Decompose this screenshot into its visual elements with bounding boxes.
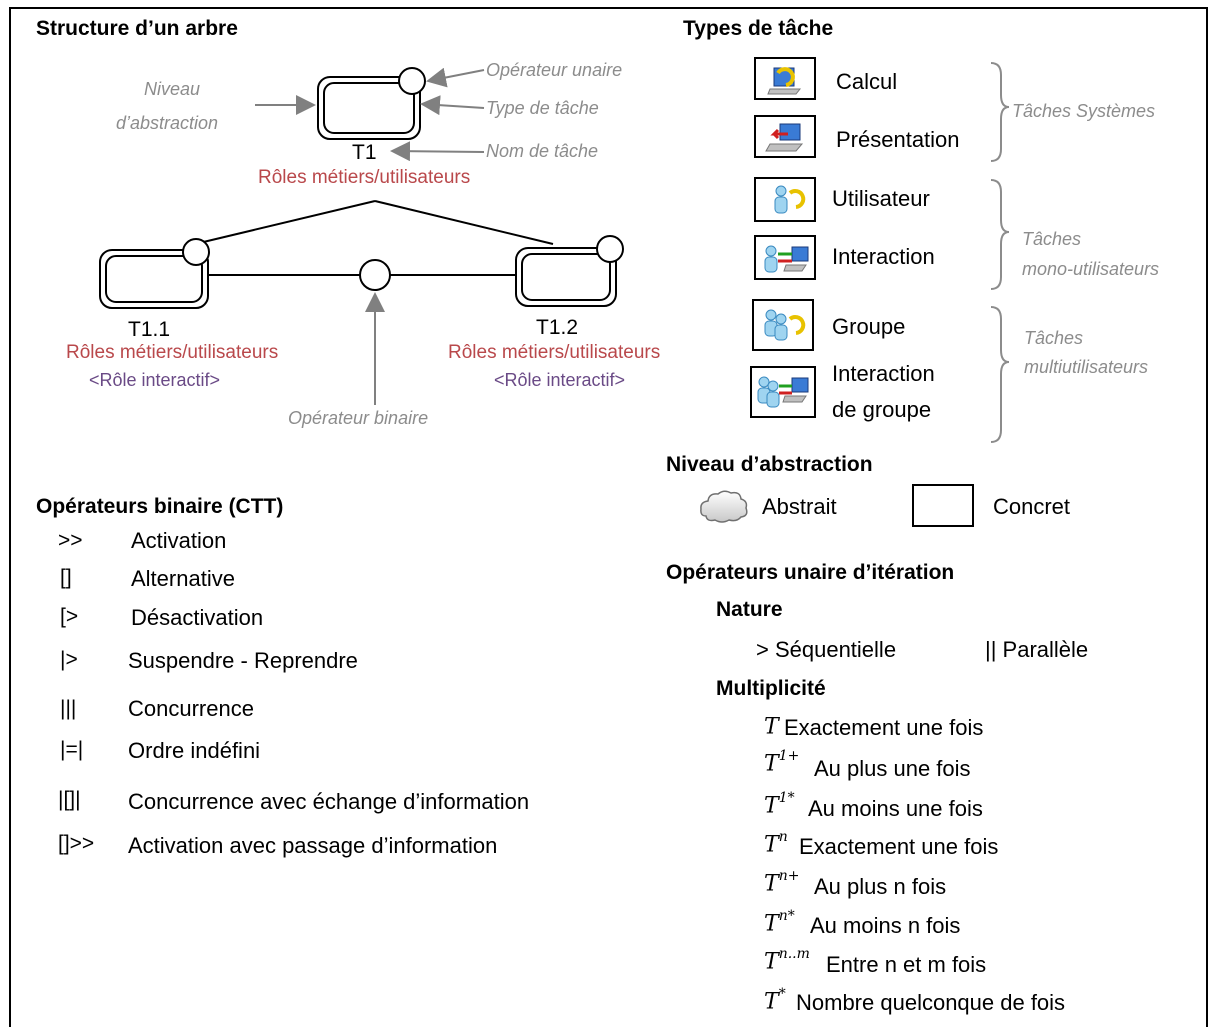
- binary-operators-title: Opérateurs binaire (CTT): [36, 495, 284, 518]
- child2-interactive-role: <Rôle interactif>: [494, 370, 626, 390]
- concrete-box: [912, 484, 974, 527]
- task-type-group-interaction-line2: de groupe: [832, 397, 932, 422]
- child2-task-roles: Rôles métiers/utilisateurs: [448, 342, 661, 363]
- multiplicity-label: Au moins n fois: [810, 913, 961, 938]
- task-type-user: Utilisateur: [832, 186, 930, 211]
- nature-sequential: > Séquentielle: [756, 637, 897, 662]
- child1-task-name: T1.1: [128, 318, 171, 341]
- unary-operators-title: Opérateurs unaire d’itération: [666, 561, 955, 584]
- structure-title: Structure d’un arbre: [36, 17, 238, 40]
- task-type-presentation: Présentation: [836, 127, 960, 152]
- multiplicity-symbol: T*: [764, 986, 786, 1015]
- multiplicity-symbol: Tn*: [764, 908, 795, 937]
- multiplicity-symbol: Tn..m: [764, 946, 810, 975]
- binary-op-label: Ordre indéfini: [128, 738, 261, 763]
- nature-parallel: || Parallèle: [985, 637, 1089, 662]
- multiplicity-symbol: Tn+: [764, 868, 800, 897]
- task-types-title: Types de tâche: [683, 17, 834, 40]
- group-label-mono-line2: mono-utilisateurs: [1022, 259, 1160, 279]
- group-interaction-icon: [750, 366, 816, 418]
- nature-title: Nature: [716, 598, 783, 621]
- binary-op-symbol: >>: [58, 529, 83, 552]
- child1-task-roles: Rôles métiers/utilisateurs: [66, 342, 279, 363]
- multiplicity-symbol: T1*: [764, 790, 795, 819]
- root-task-name: T1: [352, 141, 377, 164]
- annotation-task-name: Nom de tâche: [486, 141, 599, 161]
- binary-operator-node: [359, 259, 391, 291]
- abstract-label: Abstrait: [762, 494, 837, 519]
- annotation-abstraction-line2: d’abstraction: [116, 113, 219, 133]
- user-icon: [754, 177, 816, 222]
- interaction-icon: [754, 235, 816, 280]
- child-task-node-2: [515, 235, 624, 307]
- calcul-icon: [754, 57, 816, 100]
- group-icon: [752, 299, 814, 351]
- annotation-task-type: Type de tâche: [486, 98, 599, 118]
- root-task-roles: Rôles métiers/utilisateurs: [258, 167, 471, 188]
- grouping-braces: [990, 62, 1010, 443]
- multiplicity-title: Multiplicité: [716, 677, 826, 700]
- binary-op-symbol: []: [60, 566, 72, 589]
- annotation-abstraction-line1: Niveau: [144, 79, 201, 99]
- root-task-node: [317, 67, 426, 140]
- group-label-multi-line2: multiutilisateurs: [1024, 357, 1149, 377]
- binary-op-symbol: |[]|: [58, 788, 81, 811]
- tree-diagram: [99, 67, 624, 405]
- binary-op-symbol: [>: [60, 605, 79, 628]
- task-type-group: Groupe: [832, 314, 906, 339]
- diagram-frame: [9, 7, 1208, 1027]
- child-task-node-1: [99, 238, 210, 309]
- annotation-binary-operator: Opérateur binaire: [288, 408, 429, 428]
- concrete-label: Concret: [993, 494, 1071, 519]
- multiplicity-symbol: T1+: [764, 748, 800, 777]
- binary-op-label: Désactivation: [131, 605, 264, 630]
- cloud-icon: [700, 490, 748, 523]
- multiplicity-symbol: T: [764, 714, 779, 740]
- task-type-group-interaction-line1: Interaction: [832, 361, 935, 386]
- multiplicity-label: Exactement une fois: [799, 834, 999, 859]
- binary-op-label: Activation: [131, 528, 227, 553]
- group-label-multi-line1: Tâches: [1024, 328, 1084, 348]
- multiplicity-label: Entre n et m fois: [826, 952, 987, 977]
- child1-interactive-role: <Rôle interactif>: [89, 370, 221, 390]
- multiplicity-label: Au plus n fois: [814, 874, 947, 899]
- binary-op-symbol: []>>: [58, 832, 95, 855]
- multiplicity-label: Nombre quelconque de fois: [796, 990, 1066, 1015]
- multiplicity-label: Au plus une fois: [814, 756, 971, 781]
- binary-op-symbol: |>: [60, 648, 78, 671]
- binary-op-label: Activation avec passage d’information: [128, 833, 498, 858]
- multiplicity-symbol: Tn: [764, 829, 788, 858]
- group-label-system: Tâches Systèmes: [1012, 101, 1156, 121]
- abstraction-title: Niveau d’abstraction: [666, 453, 873, 476]
- binary-op-label: Alternative: [131, 566, 235, 591]
- task-type-interaction: Interaction: [832, 244, 935, 269]
- task-type-calcul: Calcul: [836, 69, 898, 94]
- annotation-unary-operator: Opérateur unaire: [486, 60, 623, 80]
- binary-op-label: Suspendre - Reprendre: [128, 648, 358, 673]
- presentation-icon: [754, 115, 816, 158]
- multiplicity-label: Au moins une fois: [808, 796, 983, 821]
- binary-op-symbol: |||: [60, 697, 77, 720]
- binary-op-symbol: |=|: [60, 738, 84, 761]
- binary-op-label: Concurrence avec échange d’information: [128, 789, 530, 814]
- group-label-mono-line1: Tâches: [1022, 229, 1082, 249]
- multiplicity-label: Exactement une fois: [784, 715, 984, 740]
- child2-task-name: T1.2: [536, 316, 579, 339]
- binary-op-label: Concurrence: [128, 696, 254, 721]
